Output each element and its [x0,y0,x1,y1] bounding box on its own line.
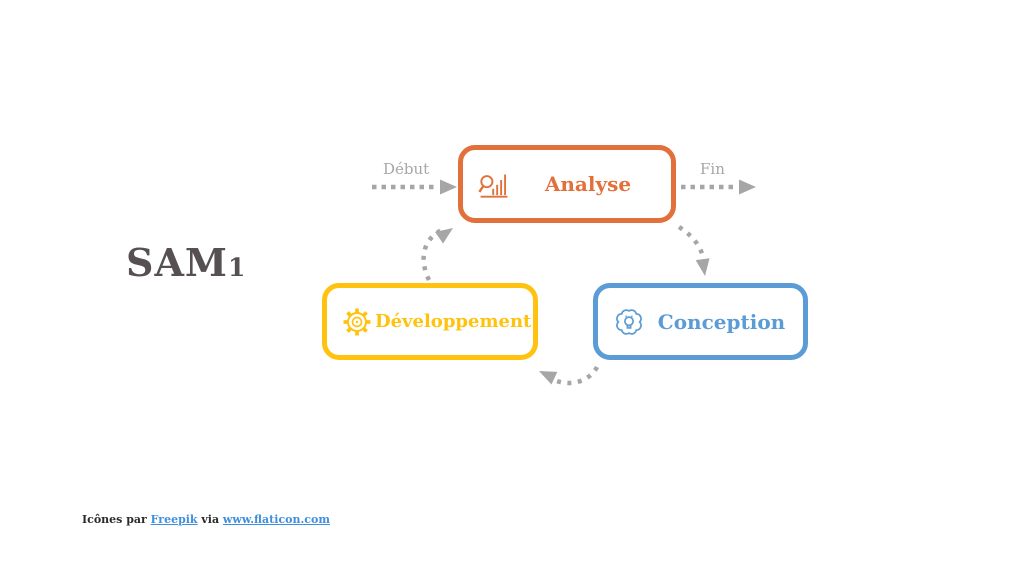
freepik-link[interactable]: Freepik [150,513,198,526]
footer-credit: Icônes par Freepik via www.flaticon.com [82,513,330,526]
analytics-magnifier-icon [475,165,513,203]
page-title: SAM1 [126,240,246,285]
arrowhead-left-up [539,371,558,385]
end-label: Fin [700,160,725,178]
brain-lightbulb-icon [610,303,648,341]
start-arrowhead [440,179,457,195]
end-arrowhead [739,179,756,195]
gear-icon [339,304,375,340]
node-label: Conception [657,309,786,334]
node-conception: Conception [593,283,808,360]
footer-prefix: Icônes par [82,513,151,526]
arrow-conception-to-dev [550,365,600,386]
arrow-dev-to-analyse [421,227,444,282]
flaticon-link[interactable]: www.flaticon.com [222,513,330,526]
node-label: Développement [375,311,532,332]
arrow-analyse-to-conception [677,225,707,264]
start-label: Début [383,160,430,178]
arrowhead-up-right [435,228,453,244]
node-label: Analyse [544,172,632,196]
footer-middle: via [197,513,223,526]
title-subscript: 1 [228,253,247,282]
node-analyse: Analyse [458,145,676,223]
arrowhead-down [695,258,710,276]
node-developpement: Développement [322,283,538,360]
title-main: SAM [126,240,228,285]
